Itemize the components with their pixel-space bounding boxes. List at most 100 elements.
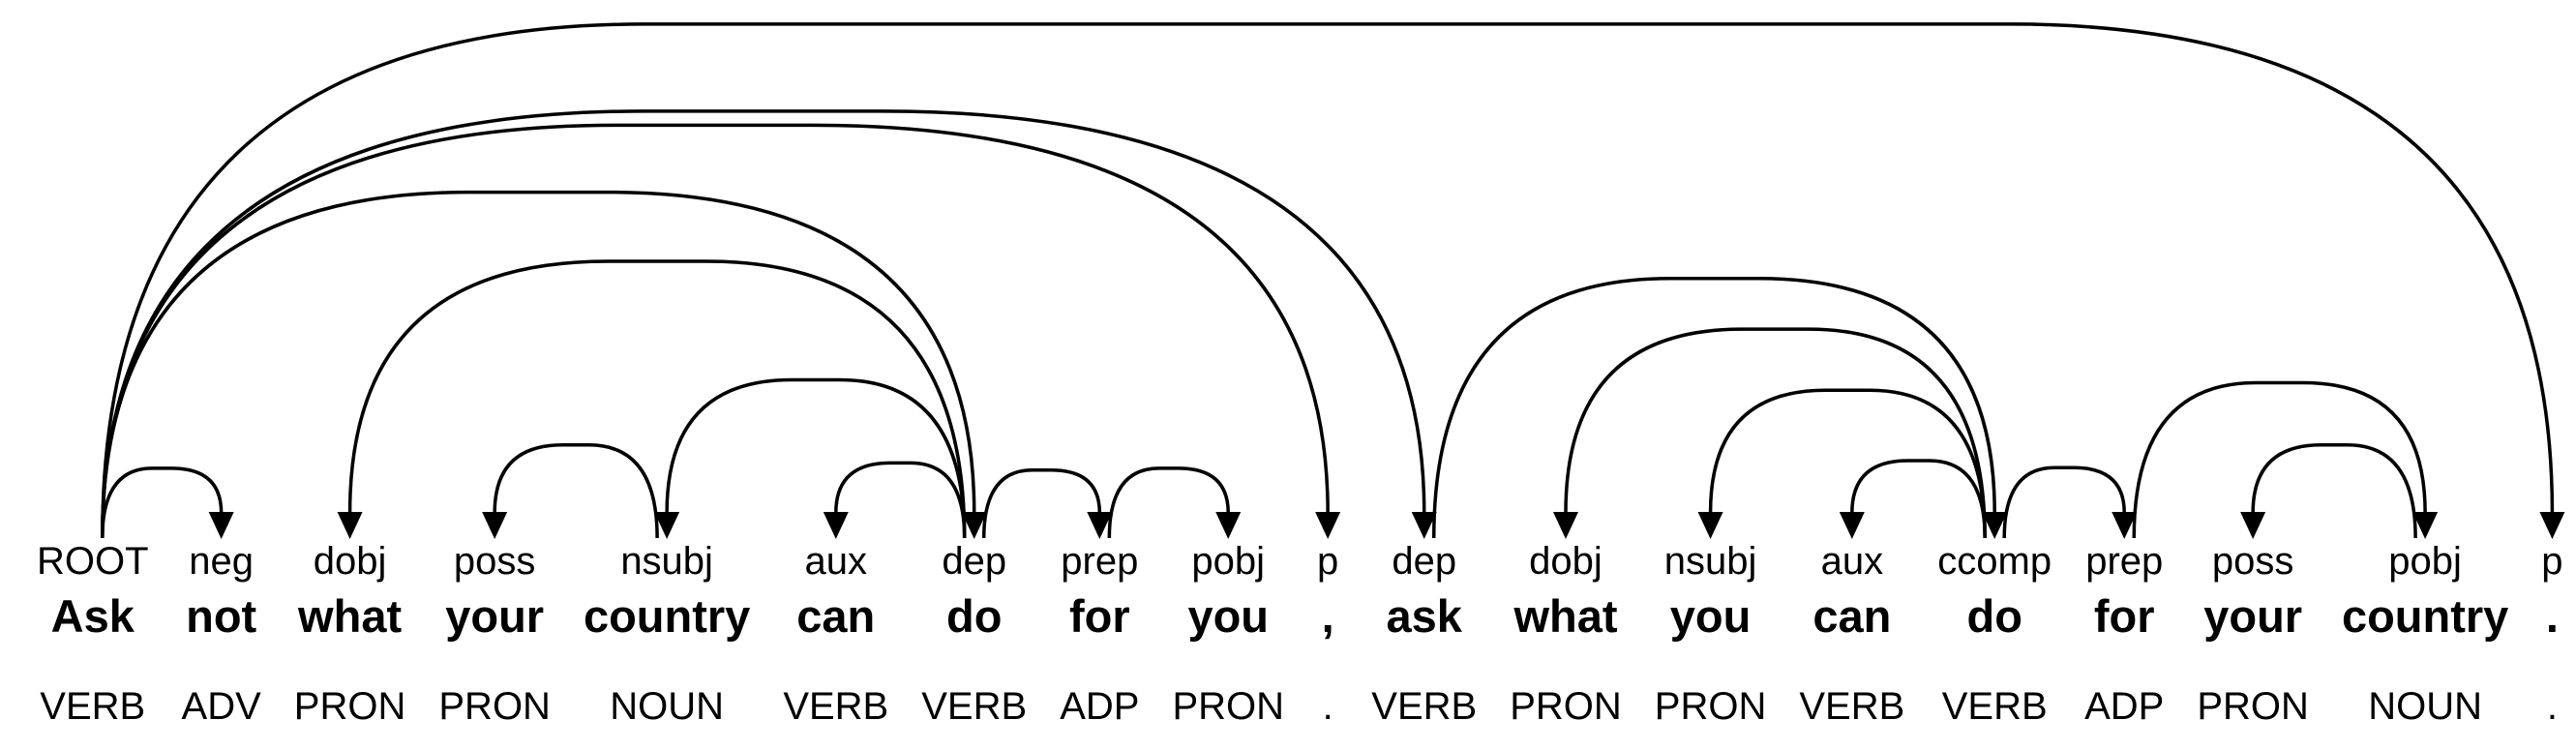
token-column: dobj what PRON <box>294 542 406 726</box>
dependency-arc-dep <box>101 190 976 539</box>
token-word: for <box>2093 590 2155 642</box>
pos-tag: PRON <box>1654 685 1767 728</box>
dependency-label: prep <box>1061 540 1139 583</box>
dependency-arc-pobj <box>2132 380 2427 539</box>
token-word: do <box>1966 590 2022 642</box>
token-word: can <box>1812 590 1892 642</box>
token-column: pobj you PRON <box>1172 542 1284 726</box>
dependency-arc-aux <box>1850 459 1987 539</box>
token-column: neg not ADV <box>182 542 261 726</box>
dependency-arc-ccomp <box>1431 277 1996 539</box>
token-word: country <box>583 590 751 642</box>
dependency-label: pobj <box>1191 540 1266 583</box>
token-word: what <box>1513 590 1618 642</box>
arrowhead-icon <box>1315 512 1341 539</box>
dependency-label: poss <box>453 540 536 583</box>
token-column: dep do VERB <box>921 542 1027 726</box>
token-column: dobj what PRON <box>1510 542 1622 726</box>
dependency-label: ccomp <box>1937 540 2052 583</box>
token-column: prep for ADP <box>1060 542 1139 726</box>
dependency-label: prep <box>2085 540 2164 583</box>
token-column: aux can VERB <box>783 542 888 726</box>
dependency-label: dep <box>1392 540 1457 583</box>
arrowhead-icon <box>2112 512 2138 539</box>
dependency-label: dep <box>942 540 1007 583</box>
pos-tag: NOUN <box>2368 685 2482 728</box>
dependency-label: poss <box>2211 540 2294 583</box>
arrowhead-icon <box>2539 512 2565 539</box>
pos-tag: PRON <box>438 685 551 728</box>
token-column: nsubj country NOUN <box>584 542 750 726</box>
dependency-label: nsubj <box>620 540 713 583</box>
dependency-label: pobj <box>2388 540 2462 583</box>
token-column: p . . <box>2541 542 2562 726</box>
dependency-label: p <box>1317 540 1339 583</box>
token-row: ROOT Ask VERB neg not ADV dobj what PRON… <box>37 542 2563 726</box>
arrowhead-icon <box>1087 512 1113 539</box>
pos-tag: NOUN <box>610 685 725 728</box>
pos-tag: VERB <box>1371 685 1478 728</box>
dependency-arc-dobj <box>1564 327 1987 539</box>
token-word: your <box>445 590 545 642</box>
arrowhead-icon <box>1839 512 1865 539</box>
pos-tag: ADP <box>1060 685 1140 728</box>
arrowhead-icon <box>2240 512 2266 539</box>
arrowhead-icon <box>1552 512 1578 539</box>
arrowhead-icon <box>1215 512 1242 539</box>
token-column: ROOT Ask VERB <box>37 542 149 726</box>
token-word: do <box>946 590 1003 642</box>
token-word: for <box>1068 590 1130 642</box>
token-column: nsubj you PRON <box>1655 542 1767 726</box>
dependency-arc-p <box>101 22 2555 539</box>
arrowhead-icon <box>823 512 849 539</box>
pos-tag: ADV <box>181 685 261 728</box>
dependency-arc-nsubj <box>1708 388 1987 539</box>
pos-tag: VERB <box>921 685 1028 728</box>
dependency-label: aux <box>1820 540 1884 583</box>
token-word: not <box>186 590 257 642</box>
token-word: can <box>796 590 876 642</box>
pos-tag: PRON <box>1510 685 1622 728</box>
dependency-arc-prep <box>981 467 1102 539</box>
token-column: pobj country NOUN <box>2342 542 2508 726</box>
dependency-arc-aux <box>834 461 967 539</box>
arrowhead-icon <box>208 512 234 539</box>
dependency-arc-dobj <box>347 259 967 539</box>
token-word: country <box>2341 590 2509 642</box>
token-column: dep ask VERB <box>1371 542 1477 726</box>
token-word: , <box>1321 590 1334 642</box>
dependency-label: ROOT <box>37 540 149 583</box>
token-word: what <box>298 590 403 642</box>
pos-tag: VERB <box>40 685 146 728</box>
dependency-arc-poss <box>493 443 659 539</box>
pos-tag: . <box>1322 685 1333 728</box>
dependency-arc-dep <box>101 109 1426 539</box>
token-word: Ask <box>50 590 135 642</box>
token-column: p , . <box>1317 542 1338 726</box>
dependency-arc-poss <box>2251 443 2417 539</box>
token-word: you <box>1187 590 1269 642</box>
dependency-label: dobj <box>1529 540 1603 583</box>
token-word: your <box>2203 590 2303 642</box>
token-word: ask <box>1386 590 1462 642</box>
dependency-arc-nsubj <box>665 377 967 539</box>
token-column: poss your PRON <box>2197 542 2309 726</box>
arrowhead-icon <box>1697 512 1723 539</box>
dependency-label: dobj <box>313 540 387 583</box>
pos-tag: VERB <box>783 685 889 728</box>
dependency-label: p <box>2541 540 2563 583</box>
token-column: ccomp do VERB <box>1937 542 2052 726</box>
arrowhead-icon <box>2412 512 2439 539</box>
pos-tag: PRON <box>293 685 406 728</box>
pos-tag: ADP <box>2084 685 2165 728</box>
token-column: prep for ADP <box>2084 542 2164 726</box>
token-column: poss your PRON <box>438 542 551 726</box>
arrowhead-icon <box>1411 512 1437 539</box>
dependency-arc-prep <box>2002 465 2126 539</box>
pos-tag: PRON <box>2197 685 2309 728</box>
pos-tag: VERB <box>1941 685 2048 728</box>
arrowhead-icon <box>482 512 508 539</box>
pos-tag: PRON <box>1172 685 1285 728</box>
